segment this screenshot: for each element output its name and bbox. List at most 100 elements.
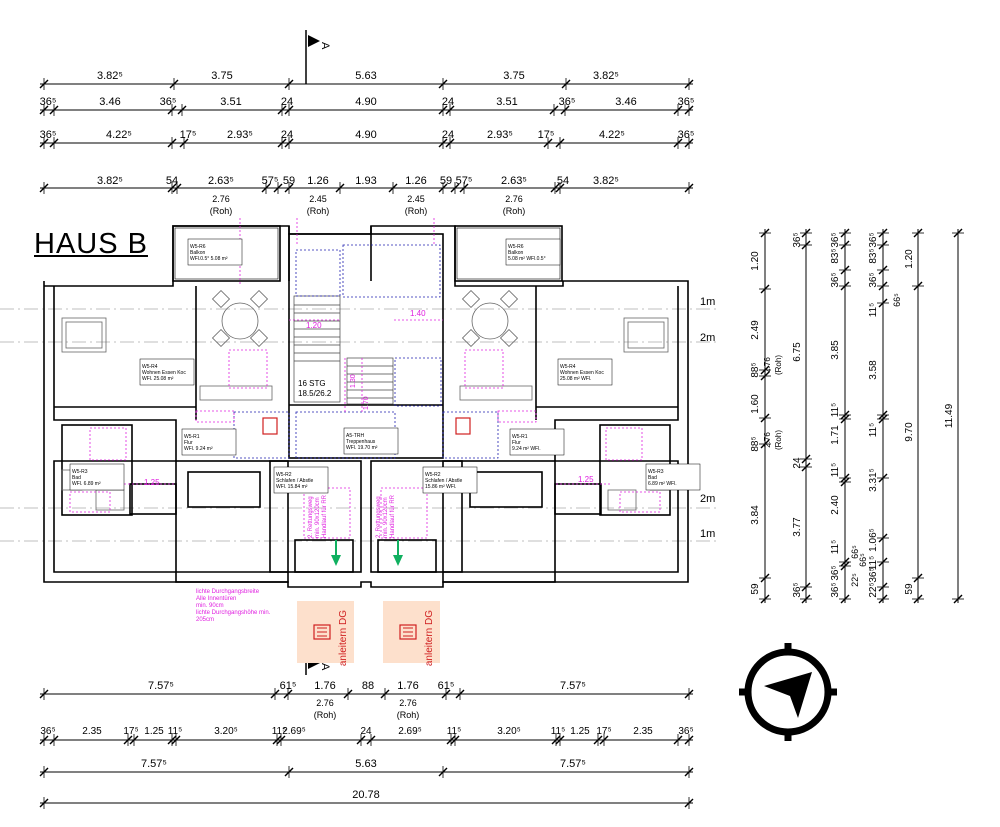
room-area: 15.86 m² WFl. [425,484,456,490]
dimension-label: 2.93⁵ [487,129,513,141]
dimension-label: 61⁵ [438,680,455,692]
dimension-label: 2.69⁵ [282,726,306,737]
dimension-label: 36⁵ [830,565,841,580]
dimension-label: (Roh) [210,206,233,216]
dimension-label: 59 [440,175,452,187]
dimension-label: 3.46 [99,96,120,108]
dimension-label: 3.77 [792,517,803,537]
room-area: 5.08 m² WFl.0.5° [508,256,546,262]
room-area: 25.08 m² WFl. [560,376,591,382]
room-area: WFl. 6.89 m² [72,481,101,487]
dimension-label: 3.75 [503,70,524,82]
blue-dashed-zones [233,244,499,459]
dimension-label: 7.57⁵ [141,758,167,770]
note-line: lichte Durchgangsbreite [196,589,260,595]
rescue-line: Handlauf für RR [390,494,396,538]
dimension-label: 59 [904,583,915,595]
room-id: W5-R2 [276,472,292,478]
dimension-label: 59 [283,175,295,187]
room-name: Schlafen / Abstle [425,478,462,484]
dimension-label: 88⁵ [750,362,761,377]
dimension-label: 36⁵ [678,129,695,141]
dimension-label: 3.82⁵ [593,70,619,82]
dimension-label: 1.25 [144,726,164,737]
room-area: WFl.0.5° 5.08 m² [190,256,228,262]
rescue-line: 2. Rettungsweg [376,496,382,538]
dimension-label: 17⁵ [596,726,611,737]
dimension-label: 66⁵ [858,553,868,567]
dimension-label: 11⁵ [551,726,566,737]
dimension-label: (Roh) [397,710,420,720]
dimension-label: 2.76 [316,698,334,708]
dimension-label: 9.70 [904,422,915,442]
dimension-label: (Roh) [503,206,526,216]
dimension-label: 20.78 [352,789,380,801]
dimension-label: 1.71 [830,425,841,445]
dimension-label: 24 [442,96,454,108]
dimension-label: 2.76 [763,357,772,373]
dimension-label: 1.06⁵ [868,528,879,552]
dimension-label: 2.45 [407,194,425,204]
escape-arrows [331,540,403,566]
dimension-label: 2.45 [309,194,327,204]
dimension-label: 4.90 [355,96,376,108]
dimension-label: 66⁵ [850,545,860,559]
note-line: 205cm [196,617,214,623]
dimension-label: 57⁵ [456,175,473,187]
dimension-label: 11⁵ [830,403,841,418]
rescue-line: min. 90x120cm [383,497,389,538]
dimension-label: 11⁵ [447,726,462,737]
dimension-label: 66⁵ [892,293,902,307]
dimension-label: 17⁵ [123,726,138,737]
dimension-label: 11⁵ [830,463,841,478]
dimension-label: 11⁵ [868,556,879,571]
dimension-label: 2.76 [505,194,523,204]
dimension-label: 3.58 [868,360,879,380]
dimension-label: 2.76 [212,194,230,204]
dimension-label: 2.40 [830,495,841,515]
dimension-label: 1.93 [355,175,376,187]
dimension-label: 11⁵ [272,726,287,737]
dimension-label: 36⁵ [678,96,695,108]
dimension-label: 11⁵ [168,726,183,737]
room-name: Treppenhaus [346,439,376,445]
dimension-label: 6.75 [792,342,803,362]
dimension-label: 3.85 [830,340,841,360]
page-title: HAUS B [34,228,148,260]
turn-width: 1.25 [578,475,594,484]
room-area: WFl. 15.84 m² [276,484,308,490]
stair-count: 16 STG [298,379,326,388]
room-area: WFl. 25.08 m² [142,376,174,382]
ladder-boxes: anleitern DG anleitern DG [297,601,440,666]
dimension-label: 22⁵ [868,582,879,597]
note-line: Alle Innentüren [196,596,236,602]
room-name: Wohnen Essen Koc [142,370,186,376]
room-name: Balkon [190,250,206,256]
dimension-label: 3.51 [220,96,241,108]
note-line: min. 90cm [196,603,224,609]
dimension-label: 36⁵ [792,582,803,597]
magenta-dashed-zones [69,218,661,539]
room-area: 9.24 m² WFl. [512,446,541,452]
dimension-label: 59 [750,583,761,595]
dimension-label: 17⁵ [180,129,197,141]
dimension-label: (Roh) [405,206,428,216]
dimension-label: 36⁵ [868,272,879,287]
dimension-label: 88⁵ [750,436,761,451]
dimension-label: 5.63 [355,758,376,770]
dimension-label: 2.35 [82,726,102,737]
stair-height: 1.70 [363,396,370,410]
stair-ratio: 18.5/26.2 [298,389,332,398]
dimension-label: 36⁵ [830,272,841,287]
room-area: WFl. 9.24 m² [184,446,213,452]
section-label: A [319,663,331,671]
dimension-label: 1.20 [750,251,761,271]
